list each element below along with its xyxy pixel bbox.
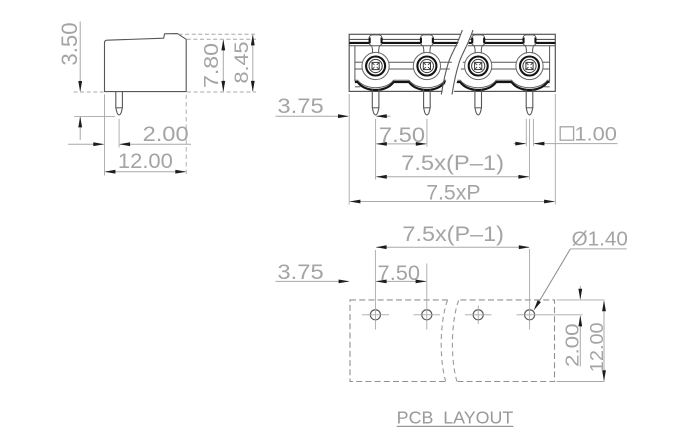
svg-text:PCB LAYOUT: PCB LAYOUT (397, 408, 514, 428)
svg-text:3.50: 3.50 (57, 22, 82, 65)
svg-text:3.75: 3.75 (277, 95, 323, 118)
svg-text:7.50: 7.50 (378, 262, 421, 285)
svg-text:2.00: 2.00 (143, 123, 189, 146)
svg-text:2.00: 2.00 (563, 323, 583, 367)
svg-text:1.00: 1.00 (574, 124, 617, 145)
svg-text:7.80: 7.80 (201, 43, 223, 88)
svg-text:Ø1.40: Ø1.40 (572, 228, 628, 250)
svg-text:12.00: 12.00 (587, 322, 607, 372)
svg-text:12.00: 12.00 (118, 150, 173, 173)
svg-text:3.75: 3.75 (277, 261, 323, 284)
svg-text:7.5x(P–1): 7.5x(P–1) (401, 151, 504, 175)
svg-text:7.5xP: 7.5xP (426, 181, 480, 205)
svg-text:7.5x(P–1): 7.5x(P–1) (402, 222, 504, 246)
svg-text:8.45: 8.45 (231, 41, 253, 83)
